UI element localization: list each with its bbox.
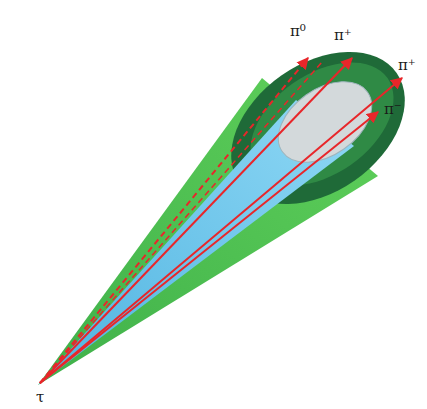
cone-opening <box>263 65 386 179</box>
pion-track <box>40 58 352 383</box>
particle-label: π⁰ <box>290 24 306 39</box>
pion-track <box>40 78 402 383</box>
pi0-track <box>40 58 308 383</box>
particle-label: π⁺ <box>334 28 352 43</box>
tau-label: τ <box>36 390 44 405</box>
pion-track <box>40 112 378 383</box>
particle-label: π⁺ <box>398 58 416 73</box>
pi0-track <box>40 62 322 383</box>
particle-label: π⁻ <box>384 102 402 117</box>
